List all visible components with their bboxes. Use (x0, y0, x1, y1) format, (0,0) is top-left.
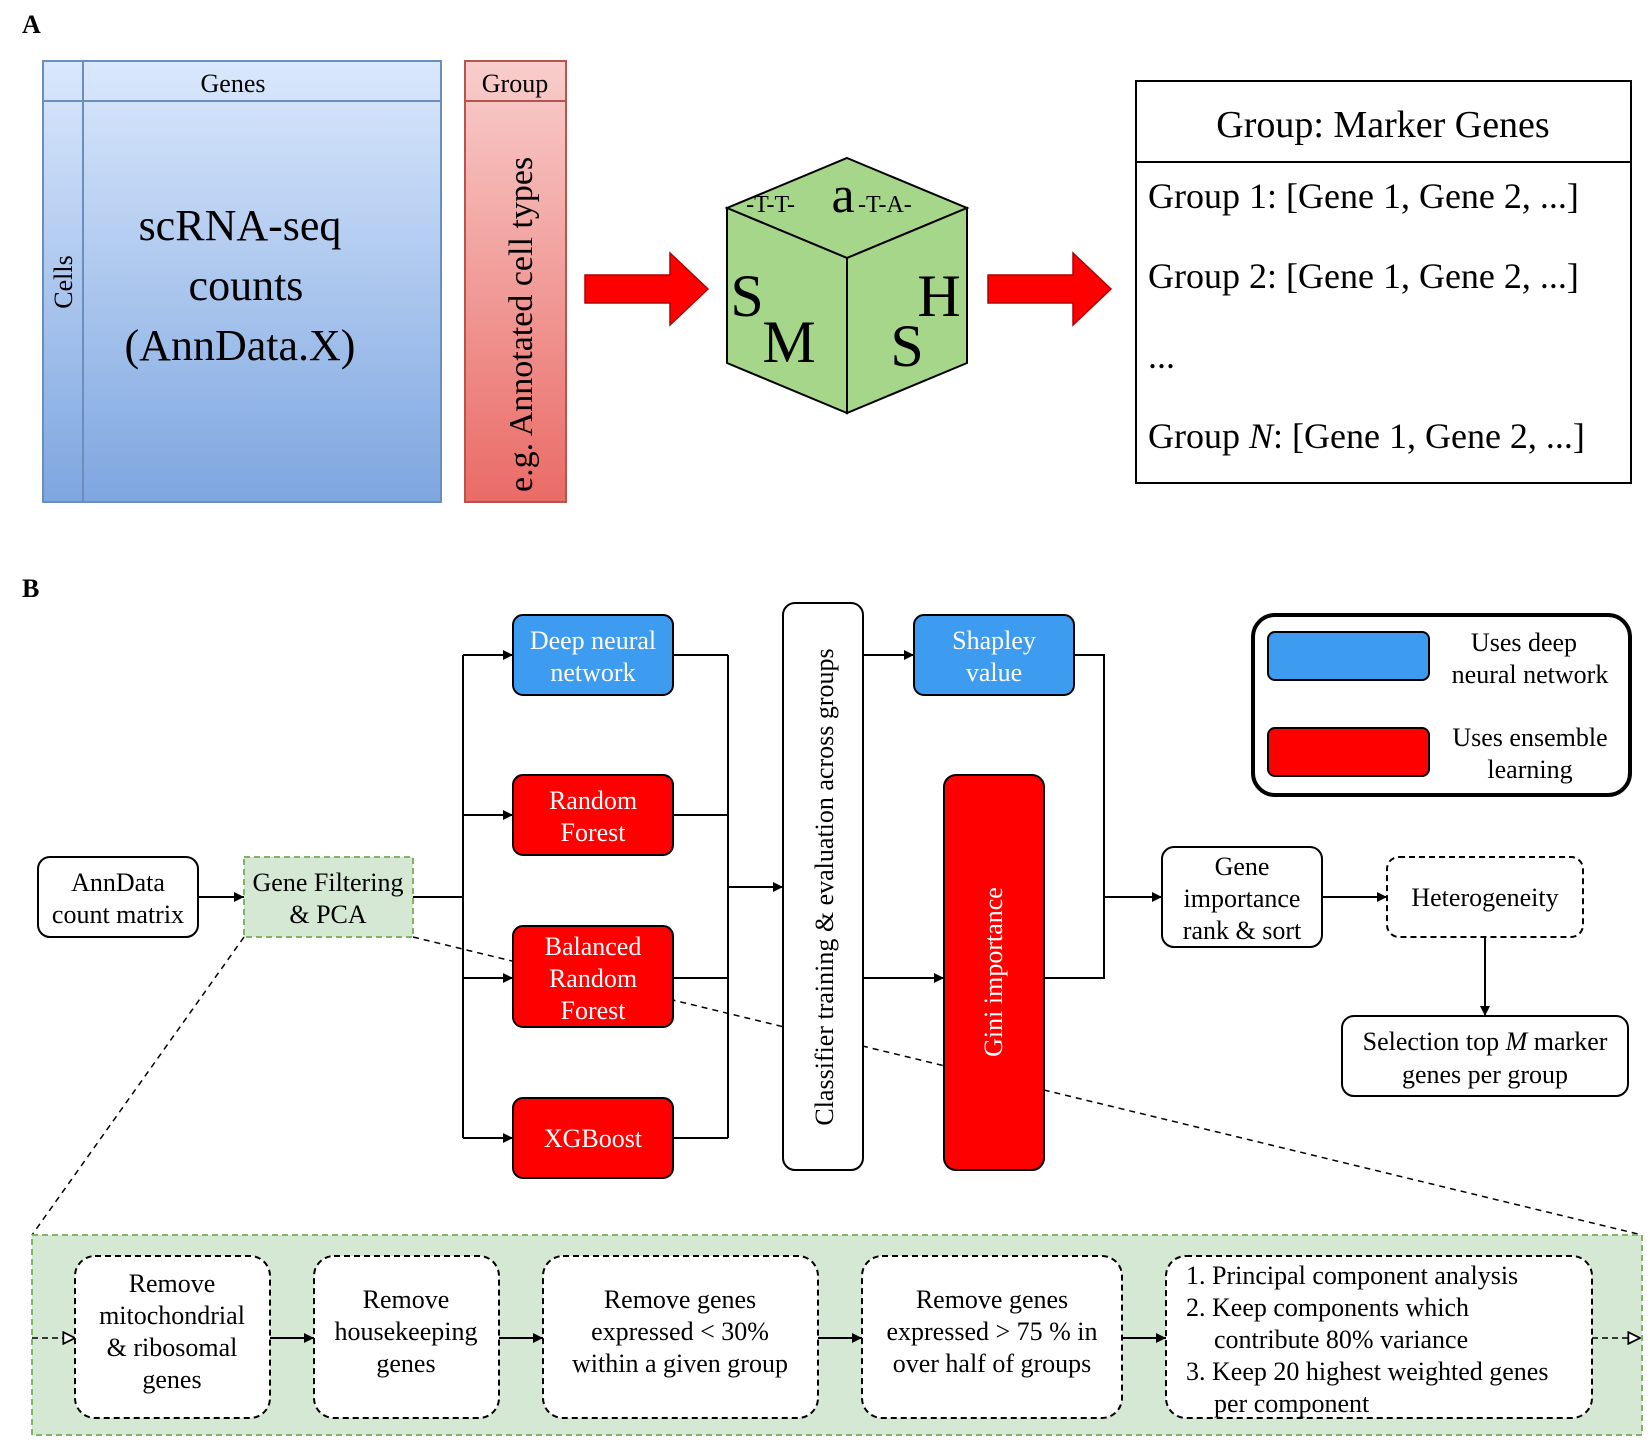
anndata-line-1: AnnData (71, 868, 165, 897)
random-forest-node: Random Forest (512, 774, 674, 856)
step4-line-3: over half of groups (893, 1349, 1092, 1378)
arrow-red-2 (987, 251, 1113, 327)
marker-row-n: Group N: [Gene 1, Gene 2, ...] (1148, 416, 1585, 456)
step5-line-1: 1. Principal component analysis (1186, 1261, 1518, 1290)
dnn-line-1: Deep neural (530, 626, 656, 655)
anndata-node: AnnData count matrix (37, 856, 199, 938)
gene-rank-line-3: rank & sort (1183, 916, 1302, 945)
counts-matrix: Genes Cells scRNA-seq counts (AnnData.X) (42, 60, 442, 503)
dnn-line-2: network (550, 658, 635, 687)
legend-dnn-line-2: neural network (1452, 660, 1609, 689)
filter-step-5: 1. Principal component analysis 2. Keep … (1165, 1255, 1593, 1419)
filter-step-3: Remove genes expressed < 30% within a gi… (542, 1255, 819, 1419)
marker-row-1: Group 1: [Gene 1, Gene 2, ...] (1148, 176, 1579, 216)
legend-ensemble-line-2: learning (1487, 755, 1572, 784)
step5-line-2: 2. Keep components which (1186, 1293, 1469, 1322)
logo-top-right: -T-A- (858, 192, 912, 218)
selection-line-1: Selection top M marker (1363, 1027, 1608, 1056)
step1-line-4: genes (142, 1365, 201, 1394)
rf-line-1: Random (549, 786, 637, 815)
gene-rank-line-1: Gene (1215, 852, 1270, 881)
zoom-line-left (31, 936, 245, 1236)
marker-row-ellipsis: ... (1148, 336, 1175, 376)
panel-label-b: B (22, 574, 39, 603)
gene-filtering-line-1: Gene Filtering (253, 868, 404, 897)
matrix-body-line-1: scRNA-seq (139, 201, 342, 250)
step2-line-2: housekeeping (335, 1317, 478, 1346)
step2-line-1: Remove (363, 1285, 450, 1314)
matrix-body-line-2: counts (189, 261, 304, 310)
panel-label-a: A (22, 10, 41, 39)
legend-swatch-ensemble (1267, 727, 1430, 777)
edges-to-rank (1044, 654, 1162, 979)
balanced-random-forest-node: Balanced Random Forest (512, 925, 674, 1028)
legend: Uses deep neural network Uses ensemble l… (1251, 613, 1632, 797)
gene-rank-line-2: importance (1184, 884, 1301, 913)
legend-swatch-dnn (1267, 631, 1430, 681)
gene-filtering-line-2: & PCA (289, 900, 367, 929)
selection-line-2: genes per group (1402, 1060, 1568, 1089)
legend-ensemble-line-1: Uses ensemble (1452, 723, 1607, 752)
xgb-line-1: XGBoost (544, 1124, 643, 1153)
step1-line-1: Remove (129, 1269, 216, 1298)
filter-step-2: Remove housekeeping genes (313, 1255, 500, 1419)
shapley-line-1: Shapley (952, 626, 1036, 655)
gene-filtering-node: Gene Filtering & PCA (243, 856, 414, 938)
step1-line-2: mitochondrial (99, 1301, 245, 1330)
marker-box-title: Group: Marker Genes (1216, 104, 1549, 146)
step3-line-2: expressed < 30% (591, 1317, 769, 1346)
logo-left-m: M (762, 309, 815, 375)
genes-header: Genes (201, 69, 266, 98)
group-column: Group e.g. Annotated cell types (464, 60, 567, 503)
logo-top-left: -T-T- (746, 192, 795, 218)
step1-line-3: & ribosomal (107, 1333, 238, 1362)
edges-to-training (673, 654, 783, 1139)
step4-line-2: expressed > 75 % in (886, 1317, 1097, 1346)
logo-right-s: S (890, 313, 923, 379)
logo-top-big: a (831, 167, 854, 224)
step5-line-3: contribute 80% variance (1214, 1325, 1468, 1354)
logo-left-s: S (730, 263, 763, 329)
marker-row-2: Group 2: [Gene 1, Gene 2, ...] (1148, 256, 1579, 296)
brf-line-1: Balanced (545, 932, 642, 961)
shapley-line-2: value (966, 658, 1022, 687)
step3-line-1: Remove genes (604, 1285, 756, 1314)
cells-header: Cells (49, 255, 78, 308)
anndata-line-2: count matrix (52, 900, 184, 929)
step5-line-4: 3. Keep 20 highest weighted genes (1186, 1357, 1548, 1386)
group-header: Group (482, 69, 548, 98)
logo-right-h: H (917, 263, 960, 329)
filter-step-4: Remove genes expressed > 75 % in over ha… (861, 1255, 1123, 1419)
heterogeneity-node: Heterogeneity (1386, 856, 1584, 938)
rf-line-2: Forest (561, 818, 627, 847)
heterogeneity-label: Heterogeneity (1411, 883, 1558, 912)
xgboost-node: XGBoost (512, 1097, 674, 1179)
classifier-training-node: Classifier training & evaluation across … (782, 602, 864, 1171)
dnn-node: Deep neural network (512, 614, 674, 696)
arrow-red-1 (584, 251, 710, 327)
step2-line-3: genes (376, 1349, 435, 1378)
tataa-shms-cube-logo: -T-T- a -T-A- S M H S (724, 156, 970, 415)
filter-step-1: Remove mitochondrial & ribosomal genes (74, 1255, 271, 1419)
gini-importance-node: Gini importance (943, 774, 1045, 1171)
classifier-training-label: Classifier training & evaluation across … (810, 648, 839, 1125)
edges-to-classifiers (413, 650, 513, 1143)
brf-line-2: Random (549, 964, 637, 993)
step4-line-1: Remove genes (916, 1285, 1068, 1314)
brf-line-3: Forest (561, 996, 627, 1025)
group-body: e.g. Annotated cell types (503, 157, 540, 492)
selection-node: Selection top M marker genes per group (1341, 1015, 1629, 1097)
step3-line-3: within a given group (572, 1349, 788, 1378)
gini-label: Gini importance (979, 887, 1008, 1057)
legend-dnn-line-1: Uses deep (1471, 628, 1577, 657)
gene-rank-node: Gene importance rank & sort (1161, 846, 1323, 948)
step5-line-5: per component (1214, 1389, 1370, 1418)
shapley-node: Shapley value (913, 614, 1075, 696)
matrix-body-line-3: (AnnData.X) (125, 321, 356, 370)
marker-genes-box: Group: Marker Genes Group 1: [Gene 1, Ge… (1135, 80, 1632, 484)
